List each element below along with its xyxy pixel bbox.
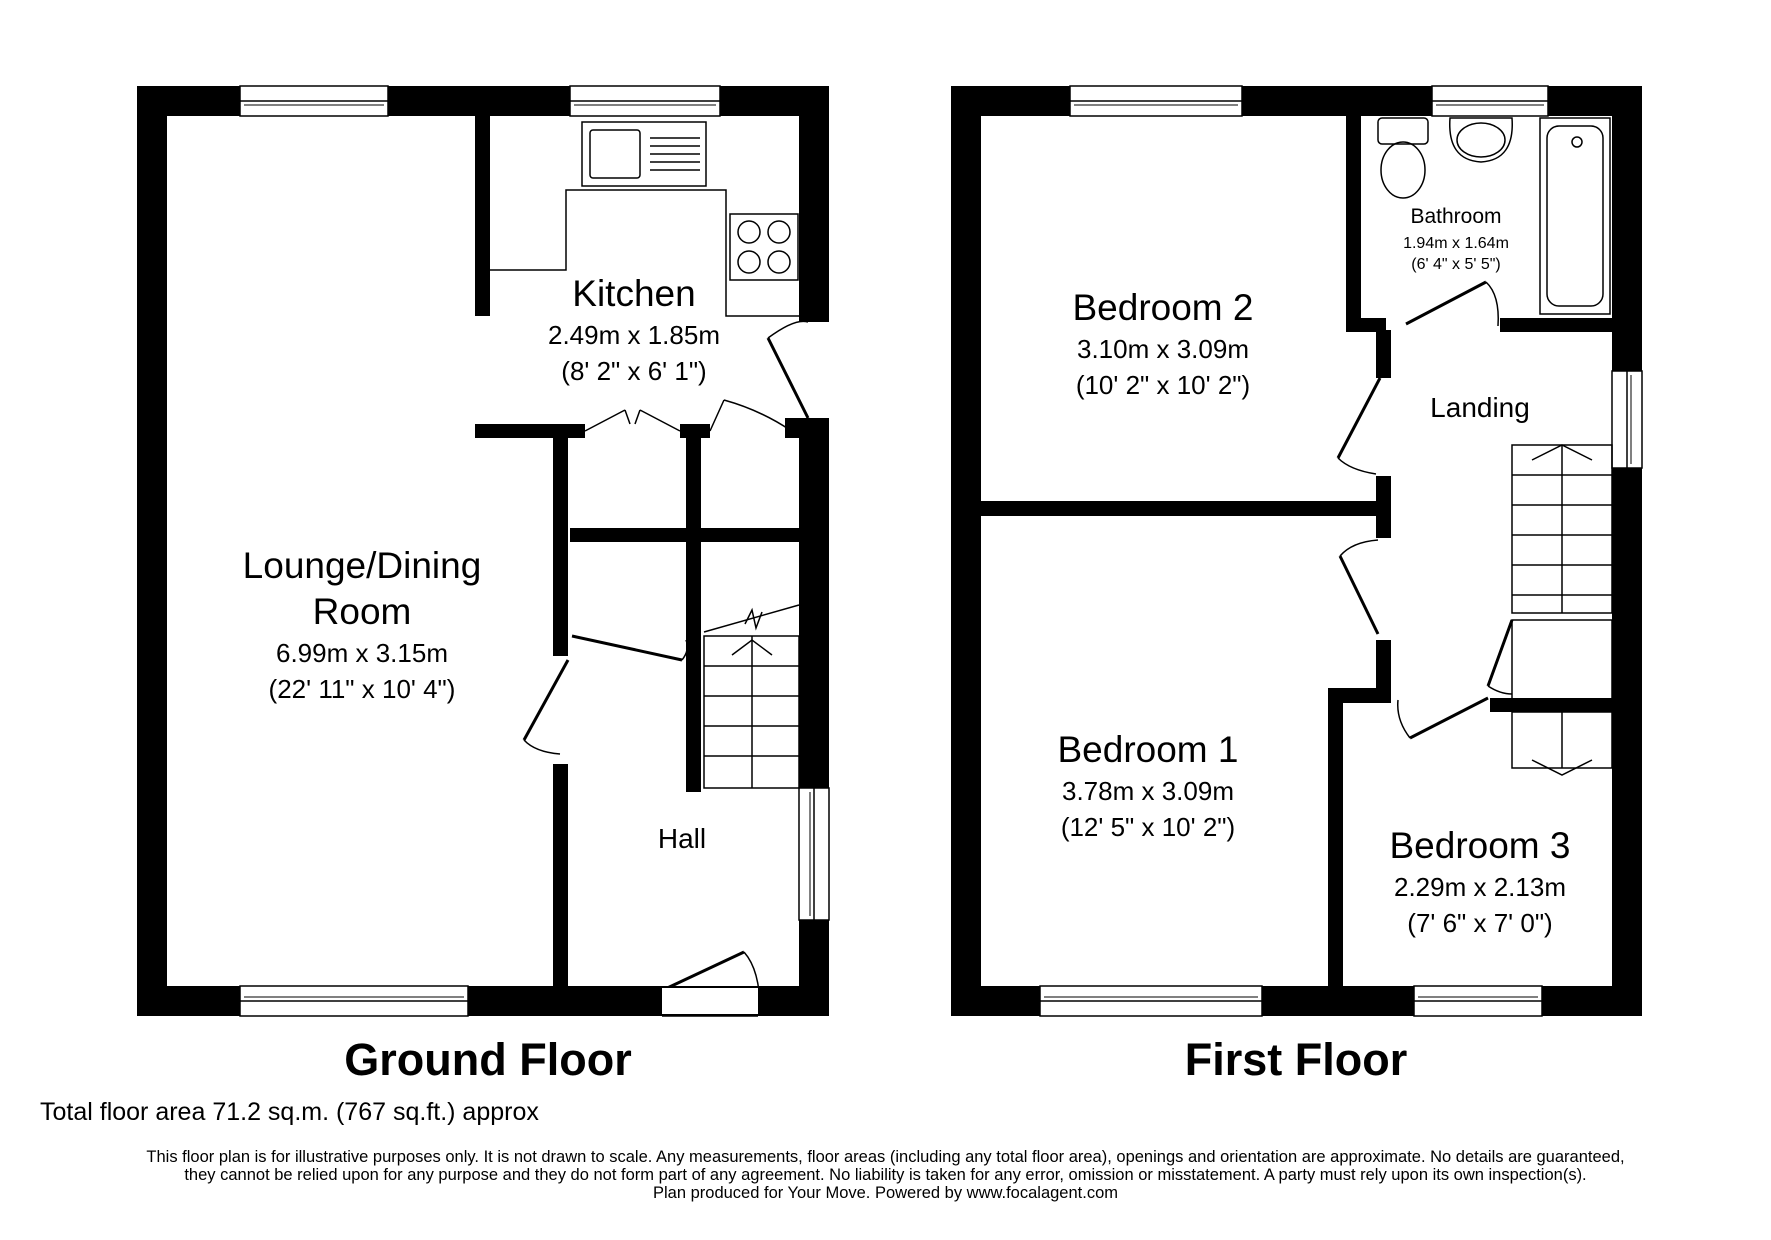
bathroom-imperial: (6' 4" x 5' 5") [1411,256,1501,273]
first-floor-title: First Floor [1185,1034,1408,1085]
hall-label: Hall [658,823,706,854]
window-bedroom2 [1069,85,1243,117]
first-floor-stairs [1511,444,1613,776]
hob-icon [729,213,799,281]
window-lounge-bottom [239,985,469,1017]
ground-floor-plan: Kitchen 2.49m x 1.85m (8' 2" x 6' 1") Lo… [137,85,830,1085]
lounge-metric: 6.99m x 3.15m [276,638,448,668]
bedroom2-imperial: (10' 2" x 10' 2") [1076,370,1250,400]
bedroom3-metric: 2.29m x 2.13m [1394,872,1566,902]
lounge-label-line1: Lounge/Dining [243,545,482,586]
lounge-imperial: (22' 11" x 10' 4") [269,674,456,704]
window-landing [1611,370,1643,469]
window-lounge-top [239,85,389,117]
window-kitchen-top [569,85,721,117]
bedroom2-label: Bedroom 2 [1073,287,1254,328]
kitchen-imperial: (8' 2" x 6' 1") [561,356,706,386]
ground-floor-walls [137,86,829,1016]
first-floor-doors [1336,280,1514,740]
disclaimer-line-3: Plan produced for Your Move. Powered by … [652,1184,1118,1202]
kitchen-fixtures [490,121,799,317]
bedroom1-label: Bedroom 1 [1058,729,1239,770]
window-bedroom1 [1039,985,1263,1017]
toilet-icon [1377,117,1429,199]
kitchen-metric: 2.49m x 1.85m [548,320,720,350]
disclaimer-line-1: This floor plan is for illustrative purp… [146,1148,1625,1166]
front-door-opening [662,988,758,1014]
bedroom2-metric: 3.10m x 3.09m [1077,334,1249,364]
bedroom1-imperial: (12' 5" x 10' 2") [1061,812,1235,842]
bedroom3-imperial: (7' 6" x 7' 0") [1407,908,1552,938]
bath-icon [1539,117,1611,315]
total-floor-area: Total floor area 71.2 sq.m. (767 sq.ft.)… [40,1098,539,1126]
bedroom3-label: Bedroom 3 [1390,825,1571,866]
ground-floor-windows [239,85,830,1017]
kitchen-label: Kitchen [572,273,695,314]
ground-floor-doors [522,320,810,1016]
basin-icon [1449,117,1513,163]
disclaimer: This floor plan is for illustrative purp… [20,1148,1751,1202]
landing-label: Landing [1430,392,1530,423]
disclaimer-line-2: they cannot be relied upon for any purpo… [184,1166,1587,1184]
sink-icon [581,121,707,187]
window-bedroom3 [1413,985,1543,1017]
bedroom1-metric: 3.78m x 3.09m [1062,776,1234,806]
bathroom-fixtures [1377,117,1611,315]
bathroom-label: Bathroom [1410,205,1501,228]
first-floor-windows [1039,85,1643,1017]
window-bathroom [1431,85,1549,117]
bathroom-metric: 1.94m x 1.64m [1403,235,1509,252]
lounge-label-line2: Room [313,591,412,632]
ground-floor-title: Ground Floor [344,1034,631,1085]
window-hall-side [798,787,830,921]
first-floor-plan: Bedroom 2 3.10m x 3.09m (10' 2" x 10' 2"… [951,85,1643,1085]
ground-floor-stairs [703,604,800,789]
